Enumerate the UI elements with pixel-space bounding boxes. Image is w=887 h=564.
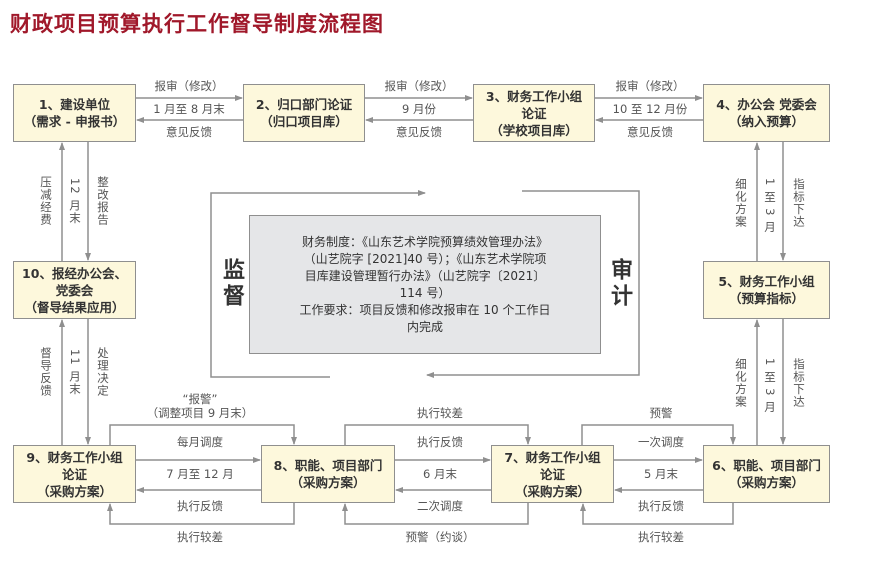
page-title: 财政项目预算执行工作督导制度流程图	[10, 12, 384, 36]
note-line: 114 号）	[399, 285, 451, 300]
edge-label: 意见反馈	[627, 125, 673, 139]
box-line: 论证	[61, 466, 87, 482]
box-line: 2、归口部门论证	[255, 97, 353, 112]
box-line: 6、职能、项目部门	[712, 458, 821, 473]
edge-label: 执行反馈	[177, 499, 223, 513]
edge-label: 整改报告	[96, 176, 110, 226]
box-line: 党委会	[55, 282, 94, 298]
box-line: （采购方案）	[290, 475, 366, 490]
box-5-finance-group: 5、财务工作小组 （预算指标）	[703, 261, 830, 319]
policy-note-box: 财务制度：《山东艺术学院预算绩效管理办法》 （山艺院字 [2021]40 号）；…	[249, 215, 601, 354]
box-line: 8、职能、项目部门	[273, 458, 383, 473]
edge-label: 指标下达	[792, 178, 806, 228]
edge-label: 指标下达	[792, 358, 806, 408]
box-4-office-meeting: 4、办公会 党委会 （纳入预算）	[703, 84, 830, 142]
edge-label: 执行较差	[417, 406, 463, 420]
box-line: （预算指标）	[728, 291, 804, 306]
edge-label: 9 月份	[402, 102, 436, 116]
edge-label: 处理决定	[96, 347, 110, 397]
edge-label: 1 至 3 月	[763, 358, 777, 414]
edge-label: “报警”	[182, 392, 218, 406]
edge-label: 报审（修改）	[384, 79, 454, 93]
box-line: （采购方案）	[514, 483, 590, 499]
note-line: 内完成	[406, 319, 443, 334]
box-line: 3、财务工作小组	[485, 88, 583, 104]
edge-label: 督导反馈	[39, 347, 53, 397]
box-3-finance-group: 3、财务工作小组论证（学校项目库）	[473, 84, 595, 142]
edge-label: 细化方案	[734, 358, 748, 408]
box-line: 4、办公会 党委会	[716, 97, 817, 112]
edge-label: 二次调度	[417, 499, 463, 513]
edge-label: 7 月至 12 月	[166, 467, 234, 481]
edge-label: 报审（修改）	[154, 79, 224, 93]
box-6-project-department: 6、职能、项目部门 （采购方案）	[703, 445, 830, 503]
note-line: 财务制度：《山东艺术学院预算绩效管理办法》	[301, 234, 548, 249]
audit-label: 审计	[607, 258, 632, 310]
box-line: （采购方案）	[728, 475, 804, 490]
box-line: （纳入预算）	[728, 114, 804, 129]
edge-label: 意见反馈	[166, 125, 212, 139]
box-9-finance-group: 9、财务工作小组论证（采购方案）	[13, 445, 136, 503]
box-10-report-meeting: 10、报经办公会、党委会（督导结果应用）	[13, 261, 136, 319]
edge-label: 执行较差	[177, 530, 223, 544]
edge-label: 执行反馈	[417, 435, 463, 449]
edge-label: 5 月末	[644, 467, 678, 481]
note-line: 目库建设管理暂行办法》（山艺院字〔2021〕	[304, 268, 546, 283]
box-2-department-review: 2、归口部门论证 （归口项目库）	[243, 84, 365, 142]
edge-label: 12 月末	[68, 178, 82, 225]
edge-label: 一次调度	[638, 435, 684, 449]
box-line: 9、财务工作小组	[26, 449, 123, 465]
note-line: 工作要求：项目反馈和修改报审在 10 个工作日	[299, 302, 551, 317]
box-7-finance-group: 7、财务工作小组论证（采购方案）	[491, 445, 614, 503]
box-line: （需求 - 申报书）	[23, 114, 126, 129]
edge-label: 报审（修改）	[615, 79, 685, 93]
edge-label: 每月调度	[177, 435, 223, 449]
box-line: 1、建设单位	[38, 97, 111, 112]
edge-label: 1 至 3 月	[763, 178, 777, 234]
edge-label: 6 月末	[423, 467, 457, 481]
edge-label: 预警（约谈）	[405, 530, 475, 544]
edge-label: 预警	[649, 406, 673, 420]
edge-label: 11 月末	[68, 349, 82, 396]
edge-label: 细化方案	[734, 178, 748, 228]
edge-label: 压减经费	[39, 176, 53, 226]
box-line: （学校项目库）	[490, 122, 578, 138]
box-line: 5、财务工作小组	[718, 274, 815, 289]
box-line: （采购方案）	[36, 483, 112, 499]
note-line: （山艺院字 [2021]40 号）；《山东艺术学院项	[303, 251, 547, 266]
edge-label: 意见反馈	[396, 125, 442, 139]
edge-label: 执行较差	[638, 530, 684, 544]
edge-label: 1 月至 8 月末	[153, 102, 225, 116]
supervision-label: 监督	[219, 258, 244, 310]
edge-label: （调整项目 9 月末）	[146, 406, 254, 420]
box-1-construction-unit: 1、建设单位 （需求 - 申报书）	[13, 84, 136, 142]
edge-label: 执行反馈	[638, 499, 684, 513]
box-8-project-department: 8、职能、项目部门 （采购方案）	[261, 445, 395, 503]
box-line: （归口项目库）	[260, 114, 348, 129]
edge-label: 10 至 12 月份	[612, 102, 688, 116]
box-line: 论证	[521, 105, 547, 121]
box-line: （督导结果应用）	[24, 299, 125, 315]
box-line: 10、报经办公会、	[22, 265, 127, 281]
box-line: 论证	[539, 466, 565, 482]
box-line: 7、财务工作小组	[504, 449, 601, 465]
